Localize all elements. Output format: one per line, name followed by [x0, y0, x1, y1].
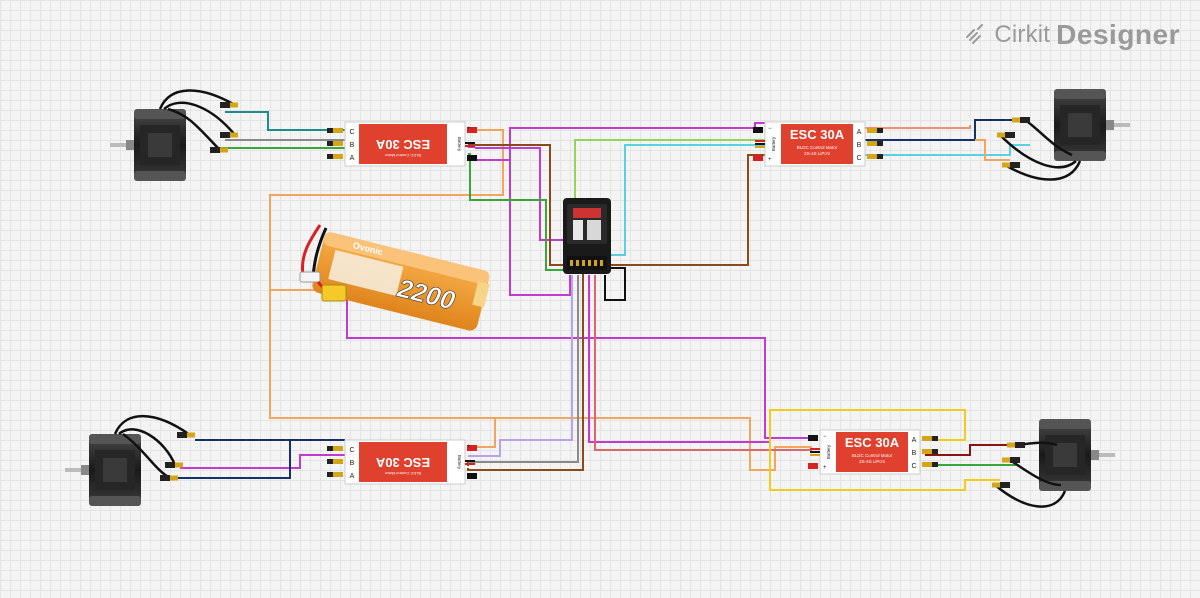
wire-purple-recv	[509, 160, 571, 296]
wire-bl-blue	[175, 440, 291, 479]
esc-body	[359, 442, 447, 482]
wire-tr-cyan	[865, 144, 1030, 156]
esc-subtitle-2: 2S-4S LiPo's	[859, 459, 886, 464]
esc-pin-a: A	[350, 155, 355, 162]
wire-cyan	[604, 144, 765, 256]
esc-title: ESC 30A	[375, 137, 430, 152]
esc-title: ESC 30A	[375, 455, 430, 470]
esc-top-right[interactable]: ESC 30A BLDC Control Motor 2S-4S LiPo's …	[753, 121, 883, 167]
cirkit-logo-icon	[966, 24, 984, 44]
wire-purple-low	[588, 275, 770, 443]
esc-pin-c: C	[856, 155, 861, 162]
esc-body	[836, 432, 908, 472]
wire-lime	[574, 139, 765, 220]
wire-purple-right	[468, 147, 566, 241]
brand-logo[interactable]: Cirkit Designer	[964, 18, 1180, 52]
esc-subtitle: BLDC Control Motor	[852, 453, 893, 458]
wires	[175, 111, 1030, 491]
xt60-connector	[321, 284, 347, 302]
wire-red-low	[594, 275, 812, 451]
esc-battery-label: Battery	[771, 136, 776, 151]
wire-tl-teal	[225, 111, 345, 131]
wire-green	[468, 153, 566, 271]
battery-leads	[299, 224, 347, 302]
esc-pin-c: C	[349, 447, 354, 454]
esc-body	[781, 124, 853, 164]
esc-br-plus: +	[823, 465, 827, 471]
esc-bl-minus: −	[467, 475, 471, 481]
wire-lavender	[468, 275, 573, 457]
wire-bl-purple	[180, 454, 345, 469]
motor-top-left[interactable]	[110, 89, 238, 181]
lipo-battery[interactable]: Ovonic 2200	[311, 231, 493, 333]
wire-grey	[468, 275, 579, 463]
brand-name-cirkit: Cirkit	[994, 21, 1051, 48]
esc-pin-c: C	[911, 463, 916, 470]
motor-bottom-left[interactable]	[65, 414, 195, 506]
esc-subtitle: BLDC Control Motor	[384, 471, 421, 476]
esc-pin-b: B	[350, 142, 355, 149]
brand-name-designer: Designer	[1056, 19, 1180, 50]
esc-title: ESC 30A	[790, 127, 845, 142]
motor-bottom-right[interactable]	[992, 419, 1115, 508]
motor-top-right[interactable]	[997, 89, 1130, 181]
esc-subtitle: BLDC Control Motor	[797, 145, 838, 150]
wire-purple-main	[468, 122, 765, 161]
wire-tr-navy	[865, 119, 1030, 141]
esc-pin-a: A	[912, 437, 917, 444]
esc-bottom-left[interactable]: ESC 30A BLDC Control Motor C B A Battery	[327, 439, 477, 485]
esc-pin-b: B	[350, 460, 355, 467]
esc-tl-minus: −	[467, 157, 471, 163]
esc-pin-c: C	[349, 129, 354, 136]
esc-battery-label: Battery	[457, 137, 462, 152]
wire-orange-battery	[269, 129, 504, 448]
esc-pin-b: B	[912, 450, 917, 457]
esc-battery-label: Battery	[457, 455, 462, 470]
esc-tr-plus: +	[768, 157, 772, 163]
esc-subtitle-2: 2S-4S LiPo's	[804, 151, 831, 156]
wire-orange-right	[495, 417, 812, 471]
esc-pin-b: B	[857, 142, 862, 149]
esc-battery-label: Battery	[826, 444, 831, 459]
esc-tl-plus: +	[467, 126, 471, 132]
wire-br-green	[925, 460, 1016, 466]
wire-brown	[468, 144, 765, 266]
wire-purple-battery	[346, 300, 812, 439]
wire-black-loop	[600, 267, 626, 301]
wire-tr-salmon	[865, 125, 971, 129]
esc-bl-plus: +	[467, 444, 471, 450]
wire-yellow	[769, 409, 1000, 491]
esc-pin-a: A	[857, 129, 862, 136]
esc-pin-a: A	[350, 473, 355, 480]
wire-tr-orange	[975, 139, 1010, 161]
esc-body	[359, 124, 447, 164]
esc-top-left[interactable]: ESC 30A BLDC Control Motor C B A Battery	[327, 121, 477, 167]
esc-title: ESC 30A	[845, 435, 900, 450]
esc-br-minus: −	[823, 434, 827, 440]
esc-subtitle: BLDC Control Motor	[384, 153, 421, 158]
esc-bottom-right[interactable]: ESC 30A BLDC Control Motor 2S-4S LiPo's …	[808, 429, 938, 475]
esc-tr-minus: −	[768, 126, 772, 132]
rc-receiver[interactable]	[563, 198, 611, 274]
wire-br-darkred	[925, 444, 1015, 456]
